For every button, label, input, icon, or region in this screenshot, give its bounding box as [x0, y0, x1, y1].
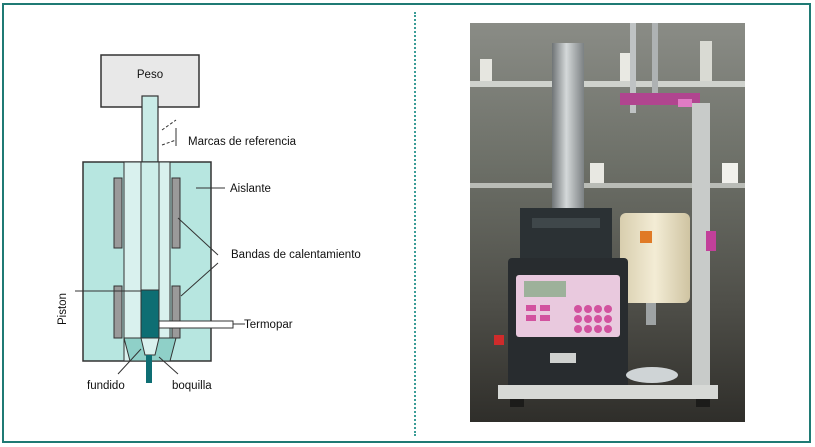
lab-cup [722, 163, 738, 183]
photo-illustration [470, 23, 745, 422]
reference-marks-label: Marcas de referencia [188, 136, 297, 148]
piston-shaft [140, 161, 160, 291]
melt-chamber [140, 289, 160, 339]
heater-band-left-lower [113, 285, 123, 339]
power-switch [494, 335, 504, 345]
heating-band-leader-2 [180, 262, 219, 297]
thermocouple-probe [158, 320, 234, 329]
nozzle-label: boquilla [172, 380, 212, 392]
base-foot [510, 399, 524, 407]
melt-label: fundido [87, 380, 125, 392]
weight-tube [552, 43, 584, 213]
magenta-clamp [678, 99, 692, 107]
heating-bands-label: Bandas de calentamiento [231, 249, 361, 261]
base-foot [696, 399, 710, 407]
unit-nameplate [550, 353, 576, 363]
lab-cup [590, 163, 604, 183]
reservoir-outlet [646, 303, 656, 325]
heater-band-left-upper [113, 177, 123, 249]
plunger-top-rod [652, 23, 658, 103]
lab-bottle [700, 41, 712, 81]
extrusion-plastometer-diagram: Peso Marcas de referencia Aislante Banda… [57, 54, 361, 392]
thermocouple-label: Termopar [244, 319, 293, 331]
insulator-label: Aislante [230, 183, 271, 195]
weight-label: Peso [137, 69, 163, 81]
heating-band-leader-1 [177, 217, 219, 256]
extrudate-strand [146, 355, 152, 383]
lab-shelf-middle [470, 183, 745, 188]
barrel-head [520, 208, 612, 266]
plunger-rod [141, 95, 159, 167]
reference-mark-lower [161, 139, 177, 146]
sample-dish [626, 367, 678, 383]
heater-band-right-upper [171, 177, 181, 249]
magenta-marker [706, 231, 716, 251]
frame-column [692, 103, 710, 393]
lab-bottle [480, 59, 492, 81]
heater-band-right-lower [171, 285, 181, 339]
reference-mark-upper [161, 119, 177, 131]
reservoir-label [640, 231, 652, 243]
nozzle-leader [158, 356, 179, 375]
panel-divider [414, 12, 416, 436]
lcd-display [524, 281, 566, 297]
lab-shelf-upper [470, 81, 745, 87]
nozzle-die [123, 337, 177, 362]
melt-leader [117, 348, 142, 375]
base-plate [498, 385, 718, 399]
sample-reservoir [620, 213, 690, 303]
piston-label: Piston [57, 293, 69, 325]
melt-flow-indexer-photo [470, 23, 745, 422]
plunger-top-rod [630, 23, 636, 113]
keypad [526, 305, 612, 333]
barrel-head-ring [532, 218, 600, 228]
